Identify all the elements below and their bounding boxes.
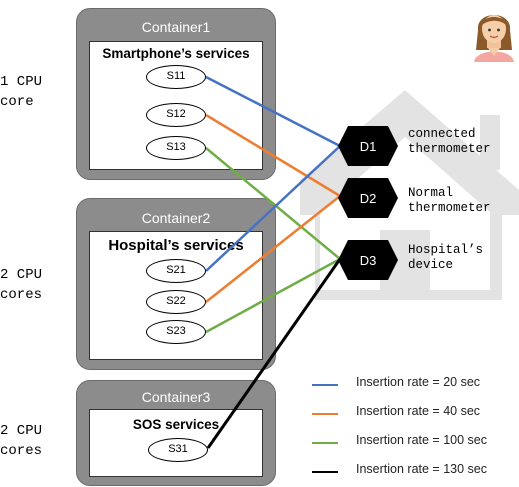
legend-item-20s: Insertion rate = 20 sec (356, 375, 481, 389)
device-d3-label: D3 (360, 253, 377, 268)
cpu-label-container2: 2 CPU cores (0, 267, 43, 303)
link-s22-d2 (205, 195, 341, 303)
service-s12: S12 (146, 103, 206, 127)
service-s13: S13 (146, 136, 206, 160)
container3-title: Container3 (141, 389, 211, 405)
legend-item-100s: Insertion rate = 100 sec (356, 433, 487, 447)
service-s31: S31 (148, 438, 208, 462)
device-d2: D2 (338, 178, 398, 218)
container1: Container1 Smartphone’s services (76, 8, 276, 180)
device-d2-description: Normal thermometer (408, 186, 491, 215)
device-d2-label: D2 (360, 191, 377, 206)
link-s13-d3 (205, 147, 341, 260)
link-s12-d2 (205, 113, 341, 198)
cpu-label-container3: 2 CPU cores (0, 423, 43, 459)
device-d1: D1 (338, 126, 398, 166)
cpu-label-container1: 1 CPU core (0, 74, 43, 110)
link-s21-d1 (205, 145, 341, 272)
device-d3-description: Hospital’s device (408, 243, 484, 272)
legend-item-130s: Insertion rate = 130 sec (356, 462, 487, 476)
container2-title: Container2 (141, 210, 211, 226)
link-s23-d3 (205, 257, 341, 334)
service-s21: S21 (146, 259, 206, 283)
container1-title: Container1 (141, 19, 211, 35)
service-s23: S23 (146, 320, 206, 344)
device-d1-description: connected thermometer (408, 127, 491, 156)
link-s31-d3 (206, 258, 342, 449)
service-s11: S11 (146, 65, 206, 89)
container2-services-title: Hospital’s services (108, 237, 244, 254)
legend-item-40s: Insertion rate = 40 sec (356, 404, 481, 418)
device-d1-label: D1 (360, 139, 377, 154)
device-d3: D3 (338, 240, 398, 280)
container3-services-title: SOS services (132, 417, 220, 432)
service-s22: S22 (146, 290, 206, 314)
container1-services-title: Smartphone’s services (102, 46, 250, 61)
link-s11-d1 (205, 75, 341, 148)
woman-avatar-icon (474, 15, 514, 62)
